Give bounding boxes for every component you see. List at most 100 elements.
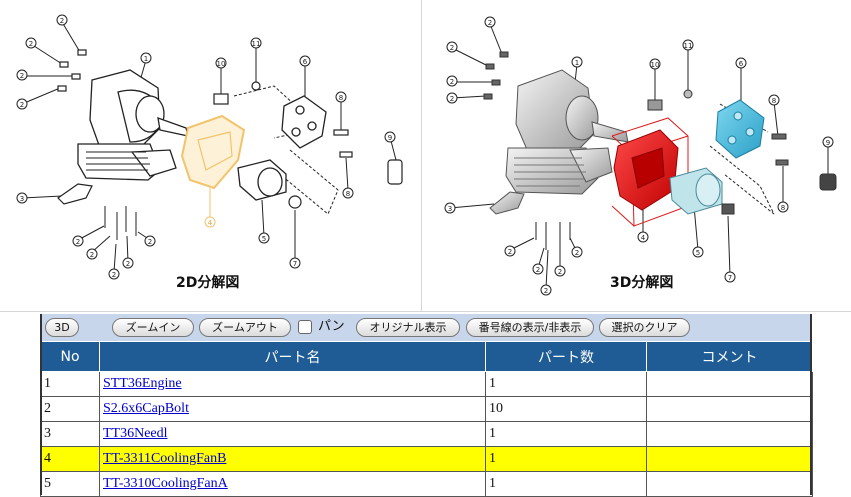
exploded-drawing-2d[interactable]: 2 2 2 2 1 3 10 11 6 8 8 9 4 5 7 2 2 2 2 … xyxy=(0,0,421,311)
svg-text:2: 2 xyxy=(508,248,512,256)
svg-text:3: 3 xyxy=(20,195,24,203)
clear-selection-button[interactable]: 選択のクリア xyxy=(599,318,690,337)
svg-text:4: 4 xyxy=(208,219,213,227)
callout-3d-8b[interactable]: 8 xyxy=(777,201,789,213)
toggle-number-lines-button[interactable]: 番号線の表示/非表示 xyxy=(466,318,594,337)
table-row[interactable]: 1 STT36Engine 1 xyxy=(40,371,813,397)
table-row-selected[interactable]: 4 TT-3311CoolingFanB 1 xyxy=(40,446,813,472)
exploded-drawing-3d[interactable]: 2 2 2 2 1 3 10 11 6 8 8 9 4 5 7 2 2 2 2 … xyxy=(422,0,851,311)
callout-2d-2d[interactable]: 2 xyxy=(16,98,28,110)
row-quantity: 1 xyxy=(485,421,647,447)
callout-3d-5[interactable]: 5 xyxy=(692,246,704,258)
svg-text:4: 4 xyxy=(641,234,646,242)
column-header-quantity[interactable]: パート数 xyxy=(485,341,647,372)
callout-2d-1[interactable]: 1 xyxy=(140,52,152,64)
svg-text:2: 2 xyxy=(575,249,579,257)
table-row[interactable]: 5 TT-3310CoolingFanA 1 xyxy=(40,471,813,497)
callout-3d-10[interactable]: 10 xyxy=(649,58,661,70)
callout-3d-2b[interactable]: 2 xyxy=(446,41,458,53)
svg-text:6: 6 xyxy=(303,58,308,66)
svg-text:2: 2 xyxy=(536,266,540,274)
view-3d-panel[interactable]: 2 2 2 2 1 3 10 11 6 8 8 9 4 5 7 2 2 2 2 … xyxy=(422,0,851,311)
callout-3d-11[interactable]: 11 xyxy=(682,39,694,51)
callout-3d-6[interactable]: 6 xyxy=(735,57,747,69)
svg-text:2: 2 xyxy=(20,72,24,80)
callout-3d-2h[interactable]: 2 xyxy=(554,265,566,277)
callout-2d-2b[interactable]: 2 xyxy=(25,37,37,49)
callout-2d-2a[interactable]: 2 xyxy=(56,14,68,26)
callout-3d-2c[interactable]: 2 xyxy=(446,75,458,87)
svg-text:8: 8 xyxy=(772,97,776,105)
callout-2d-5[interactable]: 5 xyxy=(258,232,270,244)
row-part-name-cell: TT-3311CoolingFanB xyxy=(99,446,486,472)
callout-3d-2d[interactable]: 2 xyxy=(446,92,458,104)
pan-checkbox[interactable] xyxy=(298,320,312,334)
callout-2d-2f[interactable]: 2 xyxy=(86,248,98,260)
row-no: 1 xyxy=(40,371,100,397)
column-header-no[interactable]: No xyxy=(40,341,100,372)
callout-3d-2e[interactable]: 2 xyxy=(504,245,516,257)
callout-3d-2f[interactable]: 2 xyxy=(532,263,544,275)
part-link[interactable]: S2.6x6CapBolt xyxy=(103,401,189,416)
callout-2d-9[interactable]: 9 xyxy=(384,131,396,143)
table-row[interactable]: 3 TT36Needl 1 xyxy=(40,421,813,447)
table-left-border xyxy=(40,341,42,495)
parts-table: No パート名 パート数 コメント 1 STT36Engine 1 2 S2.6… xyxy=(40,341,813,497)
callout-2d-2c[interactable]: 2 xyxy=(16,69,28,81)
row-comment xyxy=(646,371,813,397)
callout-2d-2e[interactable]: 2 xyxy=(72,235,84,247)
row-quantity: 1 xyxy=(485,471,647,497)
view-3d-title: 3D分解図 xyxy=(610,275,674,291)
section-divider xyxy=(0,311,851,312)
callout-3d-4[interactable]: 4 xyxy=(637,231,649,243)
part-link[interactable]: TT36Needl xyxy=(103,426,168,441)
view-2d-panel[interactable]: 2 2 2 2 1 3 10 11 6 8 8 9 4 5 7 2 2 2 2 … xyxy=(0,0,421,311)
callout-3d-1[interactable]: 1 xyxy=(571,56,583,68)
callout-2d-2g[interactable]: 2 xyxy=(108,268,120,280)
callout-2d-2h[interactable]: 2 xyxy=(122,257,134,269)
svg-text:9: 9 xyxy=(826,139,830,147)
callout-2d-7[interactable]: 7 xyxy=(289,257,301,269)
part-link[interactable]: TT-3310CoolingFanA xyxy=(103,476,228,491)
callout-3d-7[interactable]: 7 xyxy=(724,271,736,283)
svg-text:2: 2 xyxy=(76,238,80,246)
callout-3d-2a[interactable]: 2 xyxy=(484,16,496,28)
svg-text:2: 2 xyxy=(29,40,33,48)
callout-2d-8a[interactable]: 8 xyxy=(335,91,347,103)
svg-text:2: 2 xyxy=(450,44,454,52)
callout-3d-9[interactable]: 9 xyxy=(822,136,834,148)
svg-text:7: 7 xyxy=(728,274,732,282)
pan-label: パン xyxy=(318,319,345,334)
svg-text:3: 3 xyxy=(448,205,452,213)
row-comment xyxy=(646,471,813,497)
svg-text:2: 2 xyxy=(148,238,152,246)
callout-2d-8b[interactable]: 8 xyxy=(342,187,354,199)
callout-2d-3[interactable]: 3 xyxy=(16,192,28,204)
callout-3d-8a[interactable]: 8 xyxy=(768,94,780,106)
callout-2d-10[interactable]: 10 xyxy=(215,57,227,69)
row-no: 5 xyxy=(40,471,100,497)
svg-text:6: 6 xyxy=(739,60,744,68)
column-header-comment[interactable]: コメント xyxy=(646,341,813,372)
callout-2d-11[interactable]: 11 xyxy=(250,37,262,49)
callout-2d-6[interactable]: 6 xyxy=(299,55,311,67)
svg-text:8: 8 xyxy=(346,190,350,198)
row-no: 2 xyxy=(40,396,100,422)
callout-2d-2i[interactable]: 2 xyxy=(144,235,156,247)
original-view-button[interactable]: オリジナル表示 xyxy=(356,318,460,337)
callout-3d-2i[interactable]: 2 xyxy=(571,246,583,258)
table-right-border xyxy=(810,341,812,495)
zoom-out-button[interactable]: ズームアウト xyxy=(199,318,291,337)
table-row[interactable]: 2 S2.6x6CapBolt 10 xyxy=(40,396,813,422)
callout-3d-2g[interactable]: 2 xyxy=(540,284,552,296)
zoom-in-button[interactable]: ズームイン xyxy=(112,318,194,337)
part-link[interactable]: STT36Engine xyxy=(103,376,182,391)
callout-2d-4[interactable]: 4 xyxy=(204,216,216,228)
3d-button[interactable]: 3D xyxy=(45,318,79,337)
callout-3d-3[interactable]: 3 xyxy=(444,202,456,214)
part-link[interactable]: TT-3311CoolingFanB xyxy=(103,451,227,466)
svg-text:5: 5 xyxy=(262,235,266,243)
svg-text:10: 10 xyxy=(651,61,660,69)
svg-text:2: 2 xyxy=(558,268,562,276)
column-header-part-name[interactable]: パート名 xyxy=(99,341,486,372)
